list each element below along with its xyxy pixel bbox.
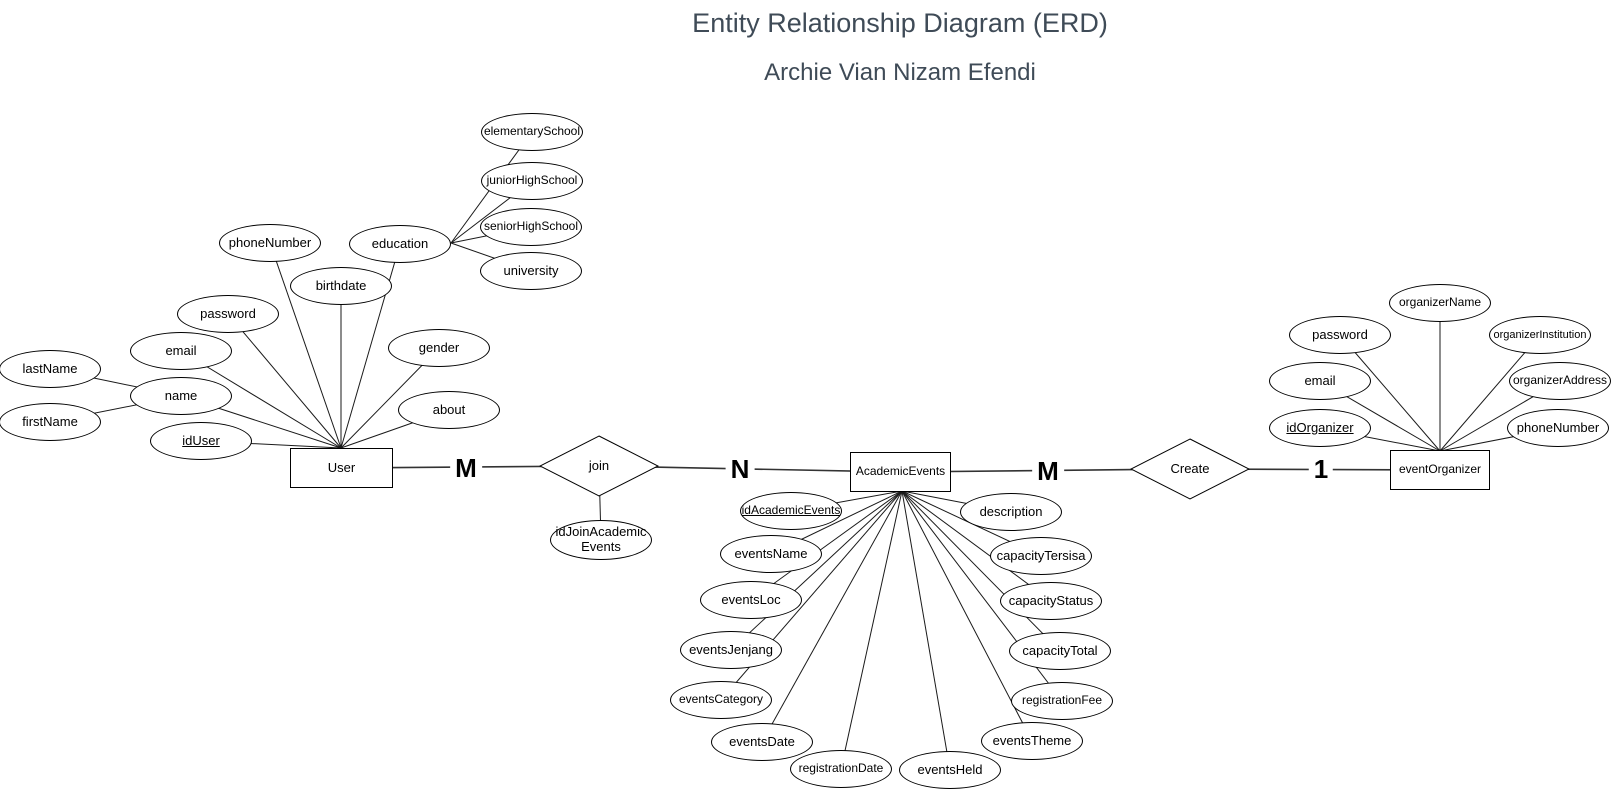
attribute-description[interactable]: description [960, 493, 1062, 531]
attribute-organizerName[interactable]: organizerName [1389, 284, 1491, 322]
attribute-label: registrationFee [1021, 693, 1103, 708]
attribute-label: eventsTheme [992, 732, 1072, 748]
attribute-label: elementarySchool [483, 124, 581, 139]
attribute-password-user[interactable]: password [177, 295, 279, 333]
key-attribute-label: idUser [182, 432, 220, 448]
attribute-label: password [200, 305, 256, 321]
attribute-eventsTheme[interactable]: eventsTheme [981, 722, 1083, 760]
page-title: Entity Relationship Diagram (ERD) [692, 8, 1108, 38]
diamond-shape [1130, 438, 1250, 500]
attribute-label: phoneNumber [228, 234, 312, 250]
key-attribute-line1: idJoinAcademic [555, 524, 647, 540]
attribute-idAcademicEvents[interactable]: idAcademicEvents [740, 492, 842, 530]
attribute-label: email [1304, 372, 1336, 388]
attribute-label: eventsName [734, 545, 808, 561]
attribute-label: eventsCategory [678, 692, 764, 707]
attribute-label: gender [418, 339, 460, 355]
diamond-shape [539, 435, 659, 497]
attribute-label: education [371, 235, 429, 251]
attribute-elementarySchool[interactable]: elementarySchool [481, 113, 583, 151]
attribute-label: seniorHighSchool [483, 219, 579, 234]
attribute-label: juniorHighSchool [486, 173, 578, 188]
relationship-label: join [588, 457, 610, 473]
key-attribute-label: idOrganizer [1286, 419, 1354, 435]
attribute-label: university [503, 262, 559, 278]
attribute-lastName[interactable]: lastName [0, 350, 101, 388]
attribute-phoneNumber-user[interactable]: phoneNumber [219, 224, 321, 262]
entity-label: AcademicEvents [855, 464, 946, 479]
page-subtitle: Archie Vian Nizam Efendi [764, 59, 1036, 86]
attribute-label: firstName [22, 413, 78, 429]
relationship-join[interactable]: join [539, 435, 659, 497]
key-attribute-label: idAcademicEvents [741, 503, 841, 518]
attribute-seniorHighSchool[interactable]: seniorHighSchool [480, 208, 582, 246]
attribute-label: name [164, 387, 198, 403]
key-attribute-line2: Events [581, 539, 621, 554]
attribute-idUser[interactable]: idUser [150, 422, 252, 460]
attribute-firstName[interactable]: firstName [0, 403, 101, 441]
attribute-label: about [432, 401, 466, 417]
cardinality-user-join[interactable]: M [450, 455, 482, 481]
attribute-label: eventsHeld [917, 761, 983, 777]
attribute-phoneNumber-organizer[interactable]: phoneNumber [1507, 409, 1609, 447]
cardinality-academicEvents-create[interactable]: M [1032, 458, 1064, 484]
attribute-education[interactable]: education [349, 225, 451, 263]
attribute-label: eventsDate [729, 733, 795, 749]
attribute-capacityTotal[interactable]: capacityTotal [1009, 632, 1111, 670]
attribute-label: capacityTersisa [996, 547, 1086, 563]
attribute-university[interactable]: university [480, 252, 582, 290]
entity-academicEvents[interactable]: AcademicEvents [850, 452, 951, 492]
attribute-label: capacityStatus [1008, 592, 1094, 608]
relationship-label: Create [1170, 460, 1210, 476]
attribute-label: organizerInstitution [1493, 328, 1587, 341]
attribute-birthdate[interactable]: birthdate [290, 267, 392, 305]
attribute-eventsCategory[interactable]: eventsCategory [670, 681, 772, 719]
attribute-idOrganizer[interactable]: idOrganizer [1269, 409, 1371, 447]
attribute-organizerInstitution[interactable]: organizerInstitution [1489, 316, 1591, 354]
attribute-eventsDate[interactable]: eventsDate [711, 723, 813, 761]
attribute-label: email [165, 342, 197, 358]
cardinality-join-academicEvents[interactable]: N [725, 456, 755, 482]
attribute-label: registrationDate [798, 761, 884, 776]
attribute-name[interactable]: name [130, 377, 232, 415]
attribute-eventsName[interactable]: eventsName [720, 535, 822, 573]
relationship-create[interactable]: Create [1130, 438, 1250, 500]
attribute-organizerAddress[interactable]: organizerAddress [1509, 362, 1611, 400]
attribute-label: description [979, 503, 1043, 519]
attribute-capacityStatus[interactable]: capacityStatus [1000, 582, 1102, 620]
attribute-registrationDate[interactable]: registrationDate [790, 750, 892, 788]
attribute-label: birthdate [315, 277, 367, 293]
attribute-label: phoneNumber [1516, 419, 1600, 435]
attribute-label: capacityTotal [1022, 642, 1098, 658]
attribute-juniorHighSchool[interactable]: juniorHighSchool [481, 162, 583, 200]
attribute-registrationFee[interactable]: registrationFee [1011, 682, 1113, 720]
attribute-label: lastName [22, 360, 78, 376]
attribute-label: eventsJenjang [689, 641, 773, 657]
attribute-gender[interactable]: gender [388, 329, 490, 367]
entity-user[interactable]: User [290, 448, 393, 488]
entity-label: User [327, 459, 356, 475]
cardinality-create-eventOrganizer[interactable]: 1 [1308, 456, 1334, 482]
attribute-label: organizerAddress [1512, 373, 1608, 388]
entity-label: eventOrganizer [1398, 462, 1482, 477]
attribute-capacityTersisa[interactable]: capacityTersisa [990, 537, 1092, 575]
attribute-label: organizerName [1398, 295, 1482, 310]
attribute-email-organizer[interactable]: email [1269, 362, 1371, 400]
entity-eventOrganizer[interactable]: eventOrganizer [1390, 450, 1490, 490]
attribute-eventsLoc[interactable]: eventsLoc [700, 581, 802, 619]
attribute-eventsHeld[interactable]: eventsHeld [899, 751, 1001, 789]
attribute-label: eventsLoc [721, 591, 781, 607]
attribute-about[interactable]: about [398, 391, 500, 429]
attribute-email-user[interactable]: email [130, 332, 232, 370]
attribute-eventsJenjang[interactable]: eventsJenjang [680, 631, 782, 669]
attribute-password-organizer[interactable]: password [1289, 316, 1391, 354]
attribute-label: password [1312, 326, 1368, 342]
